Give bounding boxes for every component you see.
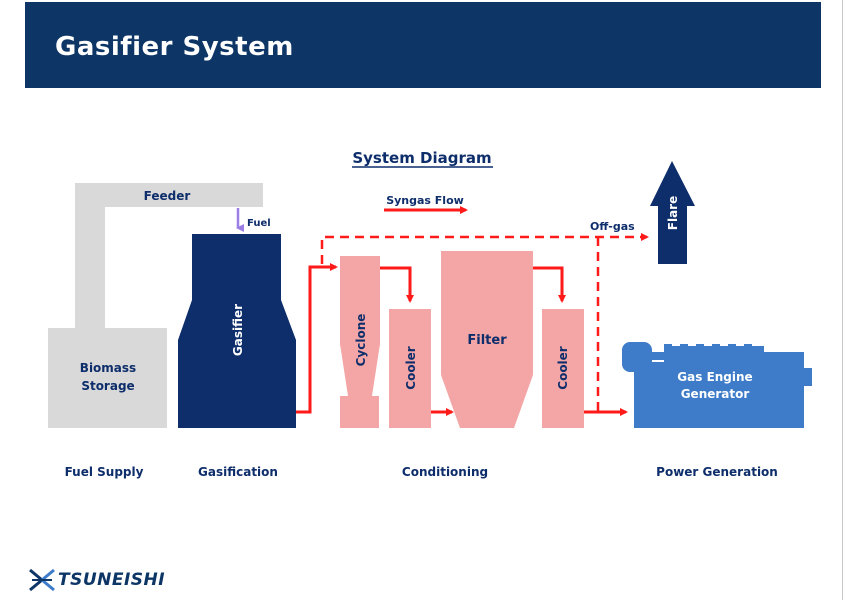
stage-gasification: Gasification xyxy=(198,465,278,479)
cooler1-box xyxy=(389,309,431,428)
gasifier-vessel xyxy=(178,234,296,428)
offgas-bypass-dashed xyxy=(320,233,649,264)
offgas-label: Off-gas xyxy=(590,220,635,233)
header-bar: Gasifier System xyxy=(25,2,821,88)
stage-conditioning: Conditioning xyxy=(402,465,488,479)
company-logo: TSUNEISHI xyxy=(28,567,198,595)
flare-stack xyxy=(650,161,695,264)
flow-cyclone-to-cooler1 xyxy=(380,266,414,303)
filter-vessel xyxy=(441,251,533,428)
cooler2-label: Cooler xyxy=(556,346,570,390)
cooler1-label: Cooler xyxy=(404,346,418,390)
stage-power-generation: Power Generation xyxy=(656,465,778,479)
stage-fuel-supply: Fuel Supply xyxy=(65,465,144,479)
cooler2-box xyxy=(542,309,584,428)
fuel-label: Fuel xyxy=(247,218,271,229)
gasifier-label: Gasifier xyxy=(231,304,245,356)
logo-mark-icon xyxy=(29,568,55,592)
gas-engine-label-1: Gas Engine xyxy=(677,370,752,384)
cyclone-label: Cyclone xyxy=(354,314,368,367)
flare-label: Flare xyxy=(666,196,680,230)
gas-engine-label-2: Generator xyxy=(681,387,750,401)
logo-text: TSUNEISHI xyxy=(58,570,166,590)
cyclone-vessel xyxy=(340,256,380,428)
legend-syngas-label: Syngas Flow xyxy=(386,194,464,207)
feeder-column xyxy=(75,183,105,329)
page-title: Gasifier System xyxy=(55,32,294,62)
feeder-label: Feeder xyxy=(144,189,191,203)
flow-gasifier-to-cyclone xyxy=(296,263,338,414)
biomass-storage-label-1: Biomass xyxy=(80,361,136,375)
gas-engine-generator xyxy=(622,342,812,428)
feeder-bar xyxy=(75,183,263,207)
biomass-storage-box xyxy=(48,328,167,428)
filter-label: Filter xyxy=(467,333,507,348)
biomass-storage-label-2: Storage xyxy=(81,379,134,393)
diagram-title: System Diagram xyxy=(352,149,491,167)
flow-filter-to-cooler2 xyxy=(533,266,566,303)
right-border xyxy=(842,0,843,600)
